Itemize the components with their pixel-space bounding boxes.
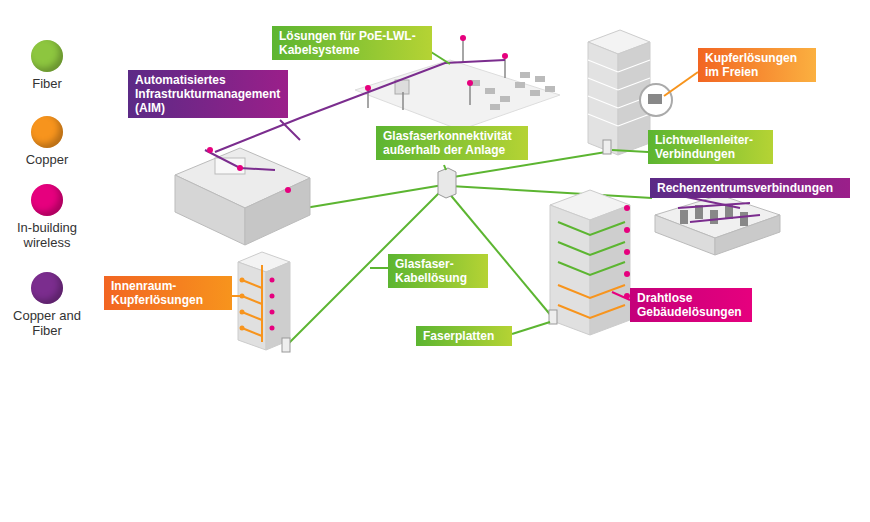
callout-text: Glasfaserkonnektivität außerhalb der Anl… — [383, 129, 521, 157]
callout-text: Rechenzentrumsverbindungen — [657, 181, 843, 195]
callout-box: Rechenzentrumsverbindungen — [650, 178, 850, 198]
callout-box: Faserplatten — [416, 326, 512, 346]
callout-box: Lichtwellenleiter-Verbindungen — [648, 130, 773, 164]
callout-box: Glasfaserkonnektivität außerhalb der Anl… — [376, 126, 528, 160]
legend-entry: Fiber — [2, 40, 92, 91]
callout-box: Lösungen für PoE-LWL-Kabelsysteme — [272, 26, 432, 60]
legend-entry: Copper and Fiber — [2, 272, 92, 338]
legend-swatch — [31, 184, 63, 216]
legend-text: In-building wireless — [2, 220, 92, 250]
callout-text: Faserplatten — [423, 329, 505, 343]
aim-building — [175, 147, 310, 245]
copper-building — [238, 252, 290, 352]
callout-box: Drahtlose Gebäudelösungen — [630, 288, 752, 322]
callout-box: Automatisiertes Infrastrukturmanagement … — [128, 70, 288, 118]
legend-entry: In-building wireless — [2, 184, 92, 250]
legend-text: Fiber — [2, 76, 92, 91]
callout-box: Kupferlösungen im Freien — [698, 48, 816, 82]
hub-cabinet — [438, 168, 456, 198]
legend-text: Copper and Fiber — [2, 308, 92, 338]
parking-area — [355, 60, 560, 130]
callout-box: Glasfaser-Kabellösung — [388, 254, 488, 288]
callout-text: Lichtwellenleiter-Verbindungen — [655, 133, 766, 161]
wireless-building — [549, 190, 630, 335]
legend-text: Copper — [2, 152, 92, 167]
callout-text: Kupferlösungen im Freien — [705, 51, 809, 79]
legend-swatch — [31, 40, 63, 72]
legend-swatch — [31, 272, 63, 304]
callout-box: Innenraum-Kupferlösungen — [104, 276, 232, 310]
callout-text: Automatisiertes Infrastrukturmanagement … — [135, 73, 281, 115]
cars — [470, 72, 555, 110]
legend-entry: Copper — [2, 116, 92, 167]
legend-swatch — [31, 116, 63, 148]
callout-text: Glasfaser-Kabellösung — [395, 257, 481, 285]
callout-text: Innenraum-Kupferlösungen — [111, 279, 225, 307]
callout-text: Drahtlose Gebäudelösungen — [637, 291, 745, 319]
fiber-lines — [287, 152, 652, 345]
callout-text: Lösungen für PoE-LWL-Kabelsysteme — [279, 29, 425, 57]
